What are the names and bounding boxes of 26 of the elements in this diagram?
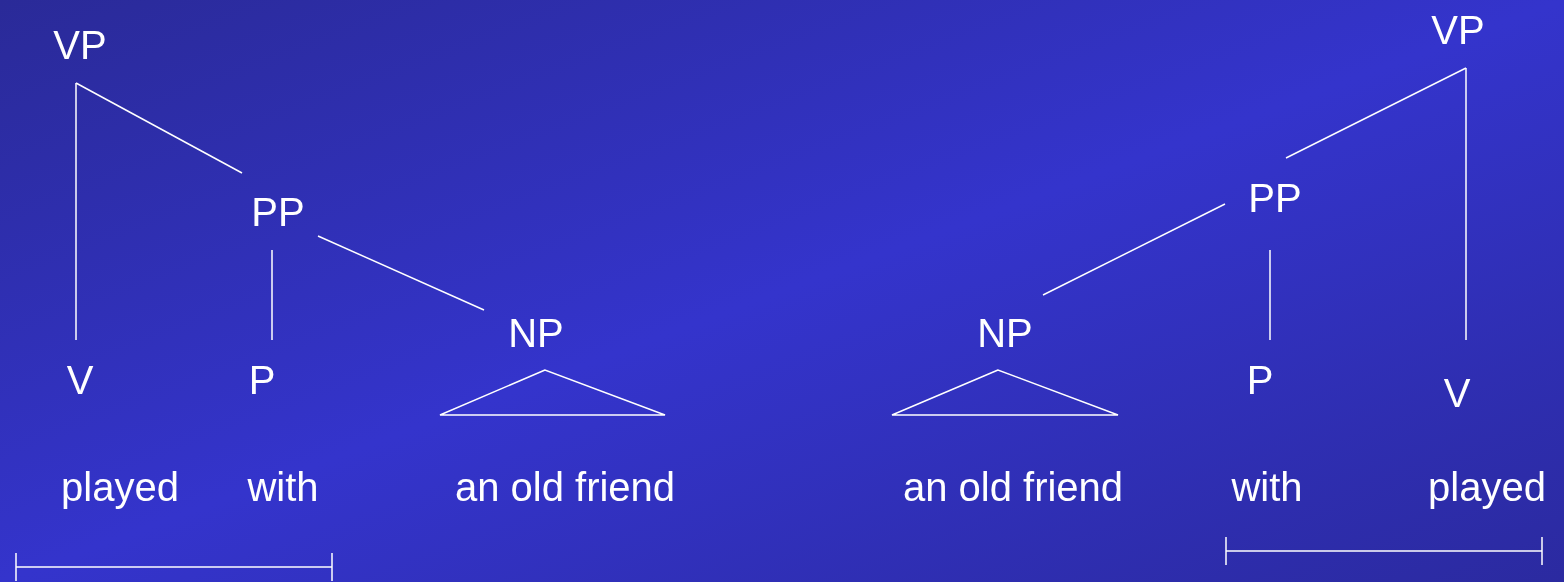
word-label: with	[1231, 467, 1303, 507]
tree-node-label: NP	[502, 311, 570, 355]
tree-node-label: V	[46, 358, 114, 402]
tree-branch	[75, 82, 77, 341]
tree-node-label: PP	[244, 190, 312, 234]
tree-node-label: PP	[1241, 176, 1309, 220]
tree-branch	[1269, 249, 1271, 341]
word-label: with	[247, 467, 319, 507]
tree-branch	[75, 82, 243, 174]
tree-node-label: VP	[1424, 8, 1492, 52]
tree-branch	[1285, 67, 1467, 159]
word-label: played	[61, 467, 179, 507]
triangle-roof	[439, 369, 666, 416]
triangle-roof	[891, 369, 1119, 416]
tree-branch	[317, 235, 485, 311]
tree-branch	[1042, 203, 1226, 296]
tree-node-label: NP	[971, 311, 1039, 355]
word-label: an old friend	[902, 467, 1124, 507]
tree-branch	[1465, 67, 1467, 341]
tree-node-label: VP	[46, 23, 114, 67]
tree-node-label: P	[1226, 358, 1294, 402]
word-label: an old friend	[454, 467, 676, 507]
tree-node-label: V	[1423, 371, 1491, 415]
word-label: played	[1428, 467, 1546, 507]
tree-node-label: P	[228, 358, 296, 402]
tree-branch	[271, 249, 273, 341]
